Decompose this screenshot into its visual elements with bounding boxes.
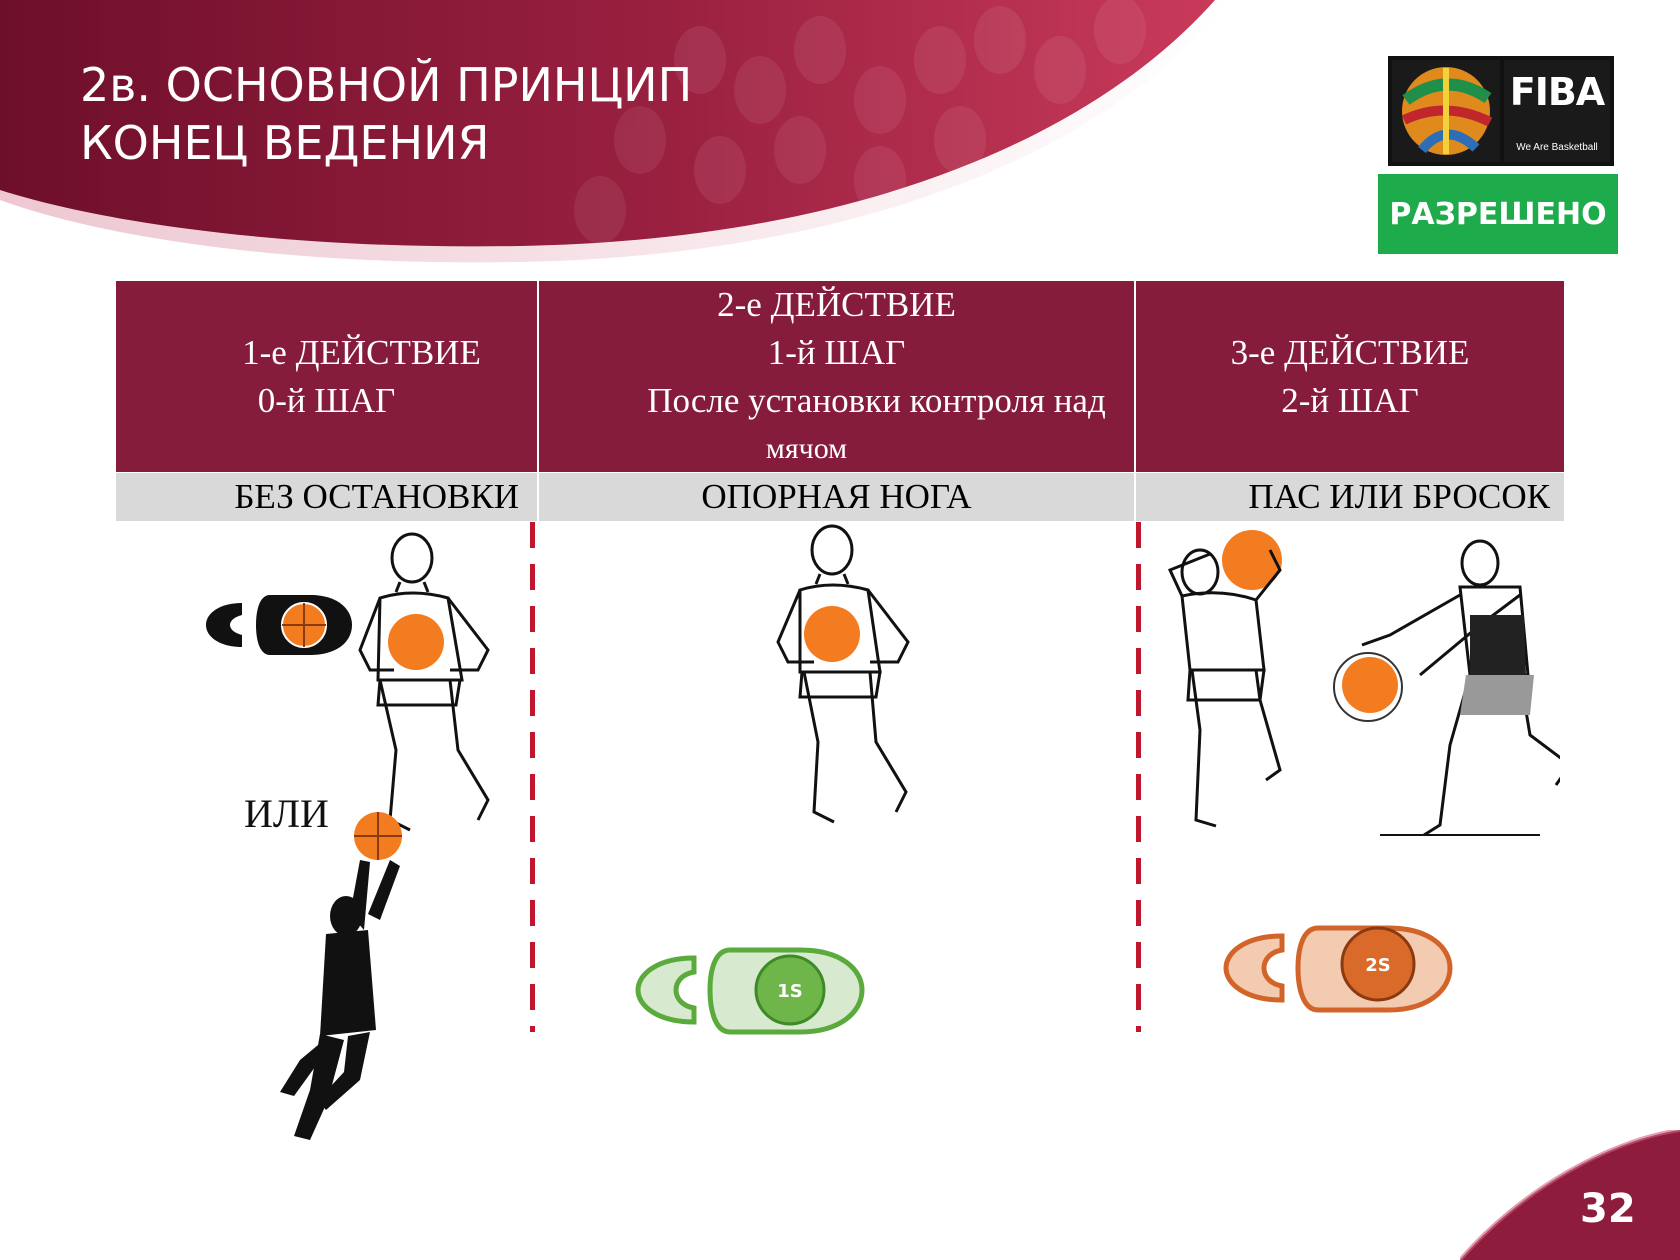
column-subheader-1: БЕЗ ОСТАНОВКИ: [116, 473, 537, 521]
status-badge: РАЗРЕШЕНО: [1378, 174, 1618, 254]
slide-title-line-1: 2в. ОСНОВНОЙ ПРИНЦИП: [80, 58, 693, 112]
player-passing-illustration: [1333, 539, 1560, 837]
footprint-icon: [206, 595, 352, 655]
column-subheader-1-text: БЕЗ ОСТАНОВКИ: [234, 477, 519, 516]
column-header-3: 3-е ДЕЙСТВИЕ 2-й ШАГ: [1136, 281, 1564, 472]
column-divider: [1134, 281, 1136, 521]
corner-decoration: [1460, 1130, 1680, 1260]
column-divider: [537, 281, 539, 521]
dashed-divider-1: [530, 522, 535, 1032]
column-subheader-3: ПАС ИЛИ БРОСОК: [1136, 473, 1564, 521]
pivot-foot-step-2-icon: 2S: [1223, 925, 1453, 1013]
or-label: ИЛИ: [244, 791, 329, 836]
step-2-label: 2S: [1365, 955, 1391, 976]
title-banner: [0, 0, 1230, 263]
player-holding-ball-illustration: [358, 532, 490, 832]
jumping-player-silhouette: [280, 812, 402, 1140]
step-1-label: 1S: [777, 981, 803, 1002]
column-subheader-3-text: ПАС ИЛИ БРОСОК: [1248, 477, 1550, 516]
fiba-logo-text: FIBA: [1509, 70, 1605, 114]
dashed-divider-2: [1136, 522, 1141, 1032]
slide-title-line-2: КОНЕЦ ВЕДЕНИЯ: [80, 116, 490, 170]
column-header-3-line-2: 2-й ШАГ: [1281, 381, 1419, 420]
column-header-2-line-3: После установки контроля над: [647, 381, 1106, 420]
player-shooting-illustration: [1167, 530, 1282, 828]
column-header-2-line-1: 2-е ДЕЙСТВИЕ: [717, 285, 956, 324]
column-subheader-2: ОПОРНАЯ НОГА: [539, 473, 1134, 521]
player-pivot-illustration: [776, 524, 910, 824]
column-header-2-line-2: 1-й ШАГ: [767, 333, 906, 372]
fiba-logo: FIBA We Are Basketball: [1388, 56, 1614, 166]
column-header-1: 1-е ДЕЙСТВИЕ 0-й ШАГ: [116, 281, 537, 472]
basketball-logo-icon: [1392, 60, 1500, 162]
column-subheader-2-text: ОПОРНАЯ НОГА: [701, 477, 972, 516]
column-header-3-line-1: 3-е ДЕЙСТВИЕ: [1230, 333, 1470, 372]
column-header-1-line-1: 1-е ДЕЙСТВИЕ: [242, 333, 481, 372]
column-header-1-line-2: 0-й ШАГ: [257, 381, 396, 420]
pivot-foot-step-1-icon: 1S: [635, 947, 865, 1035]
page-number: 32: [1580, 1186, 1636, 1232]
fiba-wordmark: FIBA We Are Basketball: [1504, 60, 1610, 162]
column-header-2: 2-е ДЕЙСТВИЕ 1-й ШАГ После установки кон…: [539, 281, 1134, 472]
column-header-2-line-4: мячом: [765, 432, 848, 465]
fiba-logo-tagline: We Are Basketball: [1516, 142, 1598, 153]
